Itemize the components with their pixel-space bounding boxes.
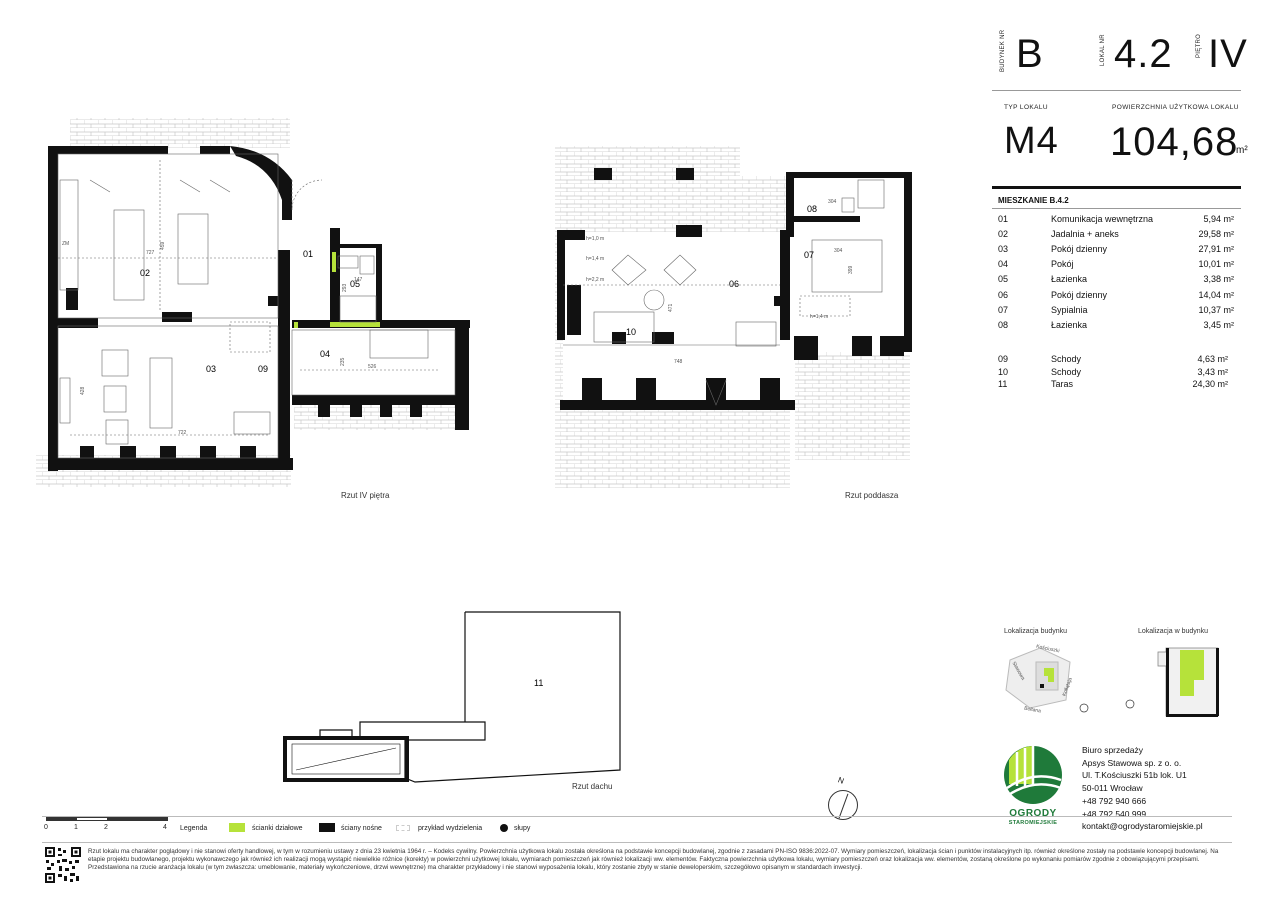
legend-bearing-swatch [319,823,335,832]
legend-title: Legenda [180,825,208,832]
room-label-11: 11 [534,678,543,688]
building-value: B [1016,32,1044,76]
logo-line2: STAROMIEJSKIE [1008,820,1058,826]
dim-428: 428 [80,386,86,395]
attic-plan: 06 07 08 10 748 304 304 399 471 h=1,0 m … [555,146,912,488]
room-label-07: 07 [804,250,814,260]
label-zm: ZM [62,241,69,247]
table-top-rule [992,186,1241,189]
legend-rule [42,816,1232,817]
sales-email[interactable]: kontakt@ogrodystaromiejskie.pl [1082,821,1203,832]
floor4-plan: 01 02 03 04 05 09 727 459 428 722 526 23… [36,118,470,487]
dim-722: 722 [178,430,187,436]
disclaimer-text: Rzut lokalu ma charakter poglądowy i nie… [88,848,1219,872]
floor-plans: 01 02 03 04 05 09 727 459 428 722 526 23… [36,118,912,783]
sales-address1: Ul. T.Kościuszki 51b lok. U1 [1082,770,1187,781]
floor-value: IV [1208,32,1248,76]
room-label-10: 10 [626,327,636,337]
type-label: TYP LOKALU [1004,104,1048,111]
legend-column-swatch [500,824,508,832]
area-label: POWIERZCHNIA UŻYTKOWA LOKALU [1112,104,1239,111]
floor4-caption: Rzut IV piętra [341,491,390,500]
ogrody-logo-icon [1004,746,1062,804]
floor-label: PIĘTRO [1196,33,1202,58]
attic-caption: Rzut poddasza [845,491,899,500]
table-title-rule [992,208,1241,209]
scale-1: 1 [74,824,78,831]
qr-code-icon [44,846,82,884]
legend-column: słupy [514,825,531,832]
sales-contact: Biuro sprzedaży Apsys Stawowa sp. z o. o… [1082,744,1203,833]
roof-plan [283,611,621,783]
sales-address2: 50-011 Wrocław [1082,783,1143,794]
location-map [1005,647,1089,713]
height-1b: h=1,4 m [586,256,604,262]
dim-147: 147 [354,277,363,283]
compass-needle-icon [838,793,849,819]
header-divider [992,90,1241,91]
unit-label: LOKAL NR [1100,34,1106,66]
dim-399: 399 [848,265,854,274]
room-label-01: 01 [303,249,313,259]
roof-caption: Rzut dachu [572,782,613,791]
height-1c: h=1,4 m [810,314,828,320]
legend-partition: ścianki działowe [252,825,303,832]
area-unit: m² [1236,145,1248,156]
dim-471: 471 [668,303,674,312]
area-value: 104,68 [1110,120,1239,164]
building-label: BUDYNEK NR [1000,29,1006,72]
dim-293: 293 [342,283,348,292]
scale-2: 2 [104,824,108,831]
sales-phone1[interactable]: +48 792 940 666 [1082,795,1147,806]
legend-example-swatch [396,825,410,831]
dim-727: 727 [146,250,155,256]
location-building-label: Lokalizacja budynku [1004,628,1068,635]
room-label-06: 06 [729,279,739,289]
room-label-04: 04 [320,349,330,359]
dim-526: 526 [368,364,377,370]
apartment-title: MIESZKANIE B.4.2 [998,196,1069,205]
room-label-08: 08 [807,204,817,214]
location-inbuilding-label: Lokalizacja w budynku [1138,628,1209,635]
logo-line1: OGRODY [1009,808,1057,819]
sales-company: Apsys Stawowa sp. z o. o. [1082,757,1182,768]
dim-748: 748 [674,359,683,365]
inbuilding-map [1125,647,1219,717]
legend-bearing: ściany nośne [341,825,382,832]
type-value: M4 [1004,120,1059,162]
dim-459: 459 [160,241,166,250]
sales-phone2[interactable]: +48 792 540 999 [1082,808,1147,819]
height-2: h=2,2 m [586,277,604,283]
scale-bar [46,817,168,821]
legend-partition-swatch [229,823,245,832]
dim-235: 235 [340,357,346,366]
sales-title: Biuro sprzedaży [1082,745,1143,755]
dim-304a: 304 [828,199,837,205]
north-compass [828,790,858,820]
unit-value: 4.2 [1114,32,1173,76]
scale-0: 0 [44,824,48,831]
room-label-03: 03 [206,364,216,374]
room-label-02: 02 [140,268,150,278]
height-1a: h=1,0 m [586,236,604,242]
room-label-05: 05 [350,279,360,289]
footer-rule [42,842,1232,843]
dim-304b: 304 [834,248,843,254]
legend-example: przykład wydzielenia [418,825,483,832]
scale-4: 4 [163,824,167,831]
room-label-09: 09 [258,364,268,374]
